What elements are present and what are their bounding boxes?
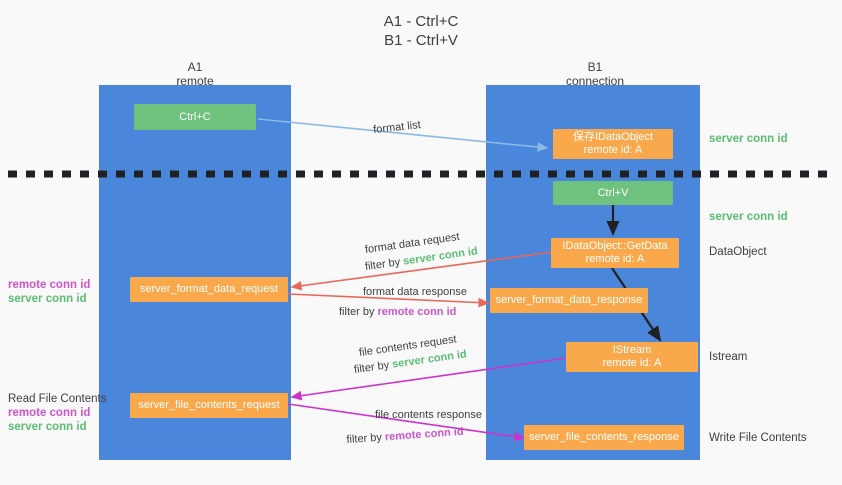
node-ctrl-c[interactable]: Ctrl+C: [134, 104, 256, 130]
node-ctrl-v-label: Ctrl+V: [597, 186, 629, 199]
label-write-file-contents: Write File Contents: [709, 432, 807, 444]
edge-label-file-contents-response: file contents response: [375, 409, 483, 421]
edge-label-format-data-response-filter: filter by remote conn id: [339, 305, 456, 319]
node-server-format-data-response[interactable]: server_format_data_response: [490, 288, 648, 313]
label-istream: Istream: [709, 351, 748, 363]
node-save-idataobject-line1: 保存IDataObject: [572, 131, 654, 143]
node-idataobject-getdata-line2: remote id: A: [585, 253, 645, 265]
edge-label-file-contents-response-filter-value: remote conn id: [384, 425, 465, 444]
node-ctrl-c-label: Ctrl+C: [179, 110, 211, 123]
column-a1-subtitle: remote: [176, 74, 214, 88]
column-a1-name: A1: [187, 60, 203, 74]
node-istream-line1: IStream: [612, 344, 652, 356]
label-dataobject: DataObject: [709, 246, 767, 258]
page-title-line-2: B1 - Ctrl+V: [384, 32, 458, 49]
node-server-file-contents-response[interactable]: server_file_contents_response: [524, 425, 684, 450]
node-server-format-data-request-label: server_format_data_request: [139, 283, 279, 295]
column-header-b1: B1 connection: [520, 60, 670, 88]
node-server-format-data-request[interactable]: server_format_data_request: [130, 277, 288, 302]
column-b1-subtitle: connection: [565, 74, 625, 88]
edge-label-format-data-response: format data response: [363, 286, 467, 298]
left-label-remote-conn-id-lower: remote conn id: [8, 407, 91, 419]
node-istream[interactable]: IStream remote id: A: [566, 342, 698, 372]
left-label-conn-ids-upper: remote conn id server conn id: [8, 278, 90, 306]
edge-label-file-contents-request-filter-prefix: filter by: [353, 358, 394, 377]
node-idataobject-getdata[interactable]: IDataObject::GetData remote id: A: [551, 238, 679, 268]
node-save-idataobject-line2: remote id: A: [583, 144, 643, 156]
node-server-format-data-response-label: server_format_data_response: [495, 294, 643, 306]
column-header-a1: A1 remote: [120, 60, 270, 88]
left-label-server-conn-id-lower: server conn id: [8, 421, 87, 433]
node-server-file-contents-response-label: server_file_contents_response: [529, 431, 679, 443]
edge-label-format-data-response-filter-prefix: filter by: [339, 306, 378, 318]
edge-label-format-list: format list: [372, 119, 422, 137]
column-b1-name: B1: [587, 60, 603, 74]
left-label-read-file-contents: Read File Contents: [8, 393, 107, 405]
node-server-file-contents-request[interactable]: server_file_contents_request: [130, 393, 288, 418]
edge-label-file-contents-response-filter: filter by remote conn id: [346, 425, 464, 447]
node-istream-line2: remote id: A: [602, 357, 662, 369]
edge-label-file-contents-response-filter-prefix: filter by: [346, 431, 386, 447]
edge-label-format-data-request-filter-prefix: filter by: [364, 255, 405, 274]
page-title-line-1: A1 - Ctrl+C: [383, 13, 459, 30]
left-label-read-file-contents-block: Read File Contents remote conn id server…: [8, 392, 106, 434]
node-idataobject-getdata-line1: IDataObject::GetData: [562, 240, 668, 252]
label-server-conn-id-top: server conn id: [709, 133, 788, 145]
left-label-server-conn-id-upper: server conn id: [8, 293, 87, 305]
node-save-idataobject[interactable]: 保存IDataObject remote id: A: [553, 129, 673, 159]
node-ctrl-v[interactable]: Ctrl+V: [553, 181, 673, 205]
node-server-file-contents-request-label: server_file_contents_request: [138, 399, 280, 411]
label-server-conn-id-mid: server conn id: [709, 211, 788, 223]
left-label-remote-conn-id-upper: remote conn id: [8, 279, 91, 291]
edge-label-format-data-response-filter-value: remote conn id: [377, 306, 457, 318]
